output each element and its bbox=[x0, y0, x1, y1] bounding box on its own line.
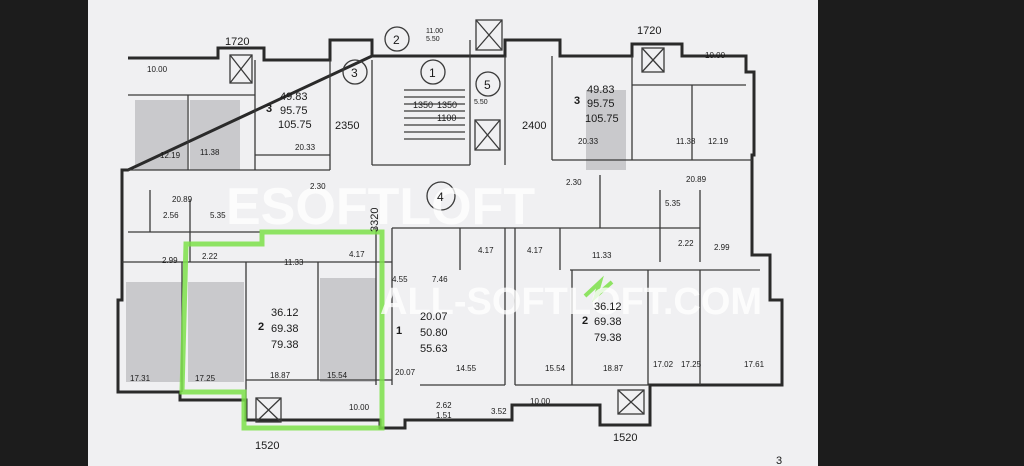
room-label: 20.07 bbox=[395, 368, 416, 377]
stair-label: 1350 bbox=[437, 100, 457, 110]
apt-area: 49.83 bbox=[280, 91, 308, 103]
highlight-stroke bbox=[583, 275, 614, 302]
room-label: 12.19 bbox=[160, 151, 181, 160]
room-label: 5.35 bbox=[665, 199, 681, 208]
page-mark: 3 bbox=[776, 455, 782, 466]
apt-area: 79.38 bbox=[594, 332, 622, 344]
dim-label: 3320 bbox=[369, 208, 381, 232]
room-label: 14.55 bbox=[456, 364, 477, 373]
room-label: 2.99 bbox=[714, 243, 730, 252]
room-label: 18.87 bbox=[270, 371, 291, 380]
apt-number: 3 bbox=[574, 95, 580, 107]
apt-area: 50.80 bbox=[420, 327, 448, 339]
room-label: 5.35 bbox=[210, 211, 226, 220]
room-fill bbox=[126, 282, 182, 382]
marker-circles bbox=[342, 26, 501, 211]
room-label: 4.17 bbox=[527, 246, 543, 255]
room-label: 4.17 bbox=[478, 246, 494, 255]
apt-number: 3 bbox=[266, 103, 272, 115]
stair-label: 1350 bbox=[413, 100, 433, 110]
room-fill bbox=[135, 100, 187, 170]
room-label: 11.33 bbox=[592, 251, 612, 260]
room-label: 4.17 bbox=[349, 250, 365, 259]
room-label: 2.30 bbox=[310, 182, 326, 191]
dim-label: 1720 bbox=[637, 25, 661, 37]
dim-label: 1720 bbox=[225, 36, 249, 48]
room-label: 11.38 bbox=[676, 137, 696, 146]
room-label: 20.33 bbox=[578, 137, 599, 146]
stair-label: 11.00 bbox=[426, 28, 443, 35]
stair-hatch bbox=[229, 19, 665, 423]
room-label: 3.52 bbox=[491, 407, 507, 416]
apt-area: 36.12 bbox=[271, 307, 299, 319]
room-label: 10.00 bbox=[349, 403, 370, 412]
room-label: 10.00 bbox=[147, 65, 168, 74]
room-label: 12.19 bbox=[708, 137, 729, 146]
apt-area: 95.75 bbox=[280, 105, 308, 117]
watermark-line2: ALL-SOFTLOFT.COM bbox=[380, 281, 762, 323]
interior-walls bbox=[122, 40, 760, 400]
room-label: 2.56 bbox=[163, 211, 179, 220]
room-fill bbox=[320, 278, 376, 382]
apt-area: 20.07 bbox=[420, 311, 448, 323]
room-label: 2.22 bbox=[202, 252, 218, 261]
circle-number: 4 bbox=[437, 190, 444, 204]
room-label: 17.02 bbox=[653, 360, 674, 369]
apt-area: 95.75 bbox=[587, 98, 615, 110]
room-label: 17.25 bbox=[195, 374, 216, 383]
apt-number: 2 bbox=[258, 321, 264, 333]
room-label: 10.00 bbox=[705, 51, 726, 60]
room-label: 20.33 bbox=[295, 143, 316, 152]
apt-number: 2 bbox=[582, 315, 588, 327]
room-fill bbox=[188, 282, 244, 382]
room-label: 1.51 bbox=[436, 411, 452, 420]
apt-area: 49.83 bbox=[587, 84, 615, 96]
apt-area: 55.63 bbox=[420, 343, 448, 355]
room-label: 18.87 bbox=[603, 364, 624, 373]
room-label: 7.46 bbox=[432, 275, 448, 284]
apt-area: 69.38 bbox=[271, 323, 299, 335]
apt-area: 69.38 bbox=[594, 316, 622, 328]
circle-number: 2 bbox=[393, 33, 400, 47]
apt-area: 105.75 bbox=[585, 113, 619, 125]
apt-area: 36.12 bbox=[594, 301, 622, 313]
room-fill bbox=[586, 90, 626, 170]
apt-area: 105.75 bbox=[278, 119, 312, 131]
watermark-line1: ESOFTLOFT bbox=[226, 178, 535, 236]
room-fill bbox=[190, 100, 240, 170]
room-label: 2.30 bbox=[566, 178, 582, 187]
room-label: 2.99 bbox=[162, 256, 178, 265]
room-label: 20.89 bbox=[172, 195, 193, 204]
room-label: 17.25 bbox=[681, 360, 702, 369]
room-label: 10.00 bbox=[530, 397, 551, 406]
apt-area: 79.38 bbox=[271, 339, 299, 351]
paper-sheet bbox=[88, 0, 818, 466]
stair-label: 5.50 bbox=[426, 36, 440, 43]
room-label: 4.55 bbox=[392, 275, 408, 284]
circle-number: 1 bbox=[429, 66, 436, 80]
stair-label: 5.50 bbox=[474, 99, 488, 106]
stair-label: 1100 bbox=[437, 113, 456, 123]
circle-number: 5 bbox=[484, 78, 491, 92]
room-label: 15.54 bbox=[545, 364, 566, 373]
room-label: 17.31 bbox=[130, 374, 151, 383]
dim-label: 1520 bbox=[613, 432, 637, 444]
room-label: 2.62 bbox=[436, 401, 452, 410]
dim-label: 2400 bbox=[522, 120, 546, 132]
room-label: 17.61 bbox=[744, 360, 765, 369]
room-label: 11.38 bbox=[200, 148, 220, 157]
circle-number: 3 bbox=[351, 66, 358, 80]
room-label: 15.54 bbox=[327, 371, 348, 380]
dim-label: 1520 bbox=[255, 440, 279, 452]
dim-label: 2350 bbox=[335, 120, 359, 132]
room-label: 2.22 bbox=[678, 239, 694, 248]
room-label: 20.89 bbox=[686, 175, 707, 184]
selected-apartment-outline bbox=[179, 229, 385, 431]
apt-number: 1 bbox=[396, 325, 402, 337]
room-label: 11.33 bbox=[284, 258, 304, 267]
